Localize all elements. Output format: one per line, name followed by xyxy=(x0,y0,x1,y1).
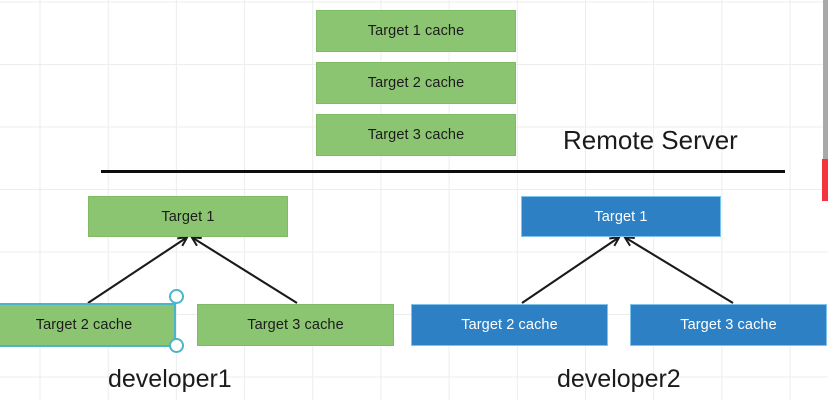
remote-server-title-text: Remote Server xyxy=(563,125,738,155)
developer2-name-text: developer2 xyxy=(557,365,681,393)
server-boundary-line xyxy=(101,170,785,173)
vertical-scrollbar[interactable] xyxy=(822,0,828,400)
arrow-dev1-target3-to-target1 xyxy=(193,238,298,304)
remote-cache-target-1[interactable]: Target 1 cache xyxy=(316,10,516,52)
dev2-target-2-cache[interactable]: Target 2 cache xyxy=(411,304,608,346)
dev1-target-2-cache[interactable]: Target 2 cache xyxy=(0,303,176,347)
remote-cache-target-2[interactable]: Target 2 cache xyxy=(316,62,516,104)
dev2-root-target-1-label: Target 1 xyxy=(594,208,648,225)
dev1-root-target-1-label: Target 1 xyxy=(161,208,215,225)
remote-cache-target-1-label: Target 1 cache xyxy=(367,23,465,39)
developer1-name: developer1 xyxy=(108,365,232,394)
arrow-dev2-target2-to-target1 xyxy=(521,238,618,304)
selection-handle-top-right[interactable] xyxy=(169,289,184,304)
developer2-name: developer2 xyxy=(557,365,681,394)
developer1-name-text: developer1 xyxy=(108,365,232,393)
selection-handle-bottom-right[interactable] xyxy=(169,338,184,353)
remote-server-title: Remote Server xyxy=(563,125,738,156)
dev2-target-3-cache-label: Target 3 cache xyxy=(680,317,777,333)
arrow-dev2-target3-to-target1 xyxy=(626,238,734,304)
remote-cache-target-2-label: Target 2 cache xyxy=(367,75,465,91)
dev1-root-target-1[interactable]: Target 1 xyxy=(88,196,288,237)
scrollbar-thumb[interactable] xyxy=(822,159,828,201)
dev1-target-3-cache-label: Target 3 cache xyxy=(247,317,344,333)
dev2-root-target-1[interactable]: Target 1 xyxy=(521,196,721,237)
arrow-dev1-target2-to-target1 xyxy=(87,238,186,304)
dev2-target-3-cache[interactable]: Target 3 cache xyxy=(630,304,827,346)
dev1-target-2-cache-label: Target 2 cache xyxy=(35,317,133,333)
remote-cache-target-3-label: Target 3 cache xyxy=(367,127,465,143)
remote-cache-target-3[interactable]: Target 3 cache xyxy=(316,114,516,156)
dev2-target-2-cache-label: Target 2 cache xyxy=(461,317,558,333)
dev1-target-3-cache[interactable]: Target 3 cache xyxy=(197,304,394,346)
scrollbar-track-segment[interactable] xyxy=(823,0,828,159)
